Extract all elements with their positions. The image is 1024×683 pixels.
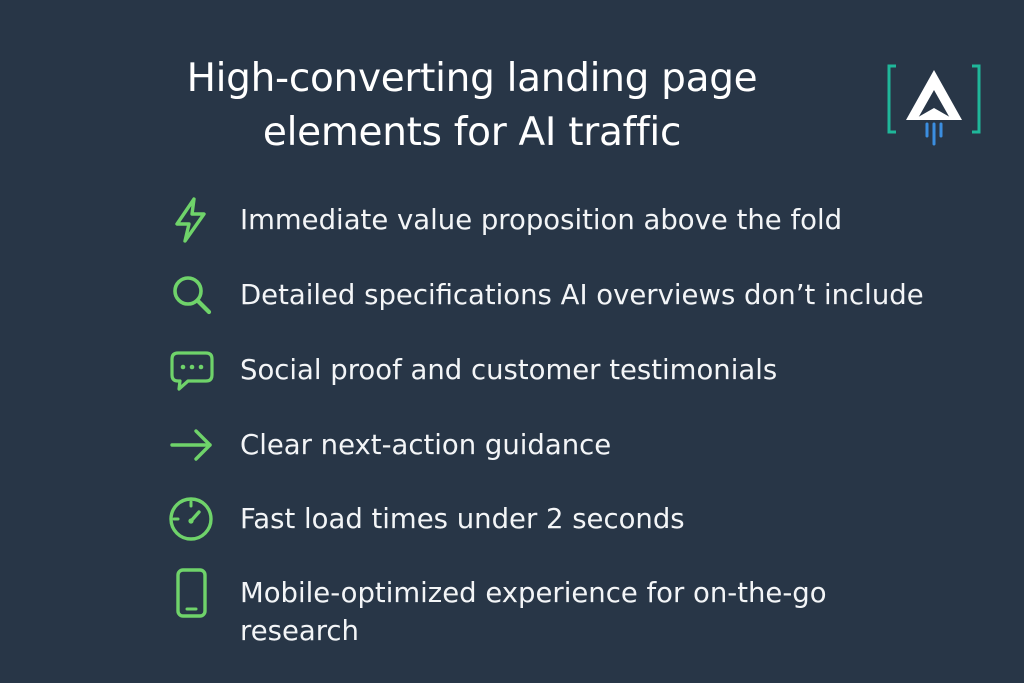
feature-label: Mobile-optimized experience for on-the-g…: [240, 577, 827, 647]
title-line-2: elements for AI traffic: [262, 110, 682, 155]
search-icon: [166, 270, 216, 320]
feature-label: Immediate value proposition above the fo…: [240, 204, 843, 236]
list-item: Detailed specifications AI overviews don…: [166, 270, 1006, 320]
list-item: Mobile-optimized experience for on-the-g…: [166, 568, 1006, 647]
ai-rocket-logo-icon: [886, 64, 982, 148]
feature-label: Detailed specifications AI overviews don…: [240, 279, 924, 311]
title-line-1: High-converting landing page: [186, 56, 758, 101]
lightning-icon: [166, 195, 216, 245]
list-item: Fast load times under 2 seconds: [166, 494, 1006, 544]
list-item: Clear next-action guidance: [166, 420, 1006, 470]
feature-label: Fast load times under 2 seconds: [240, 503, 685, 535]
feature-label: Social proof and customer testimonials: [240, 354, 778, 386]
chat-bubble-icon: [166, 345, 216, 395]
arrow-right-icon: [166, 420, 216, 470]
speedometer-icon: [166, 494, 216, 544]
feature-label: Clear next-action guidance: [240, 429, 612, 461]
page-title: High-converting landing page elements fo…: [110, 52, 834, 160]
list-item: Immediate value proposition above the fo…: [166, 195, 1006, 245]
mobile-phone-icon: [166, 568, 216, 618]
list-item: Social proof and customer testimonials: [166, 345, 1006, 395]
